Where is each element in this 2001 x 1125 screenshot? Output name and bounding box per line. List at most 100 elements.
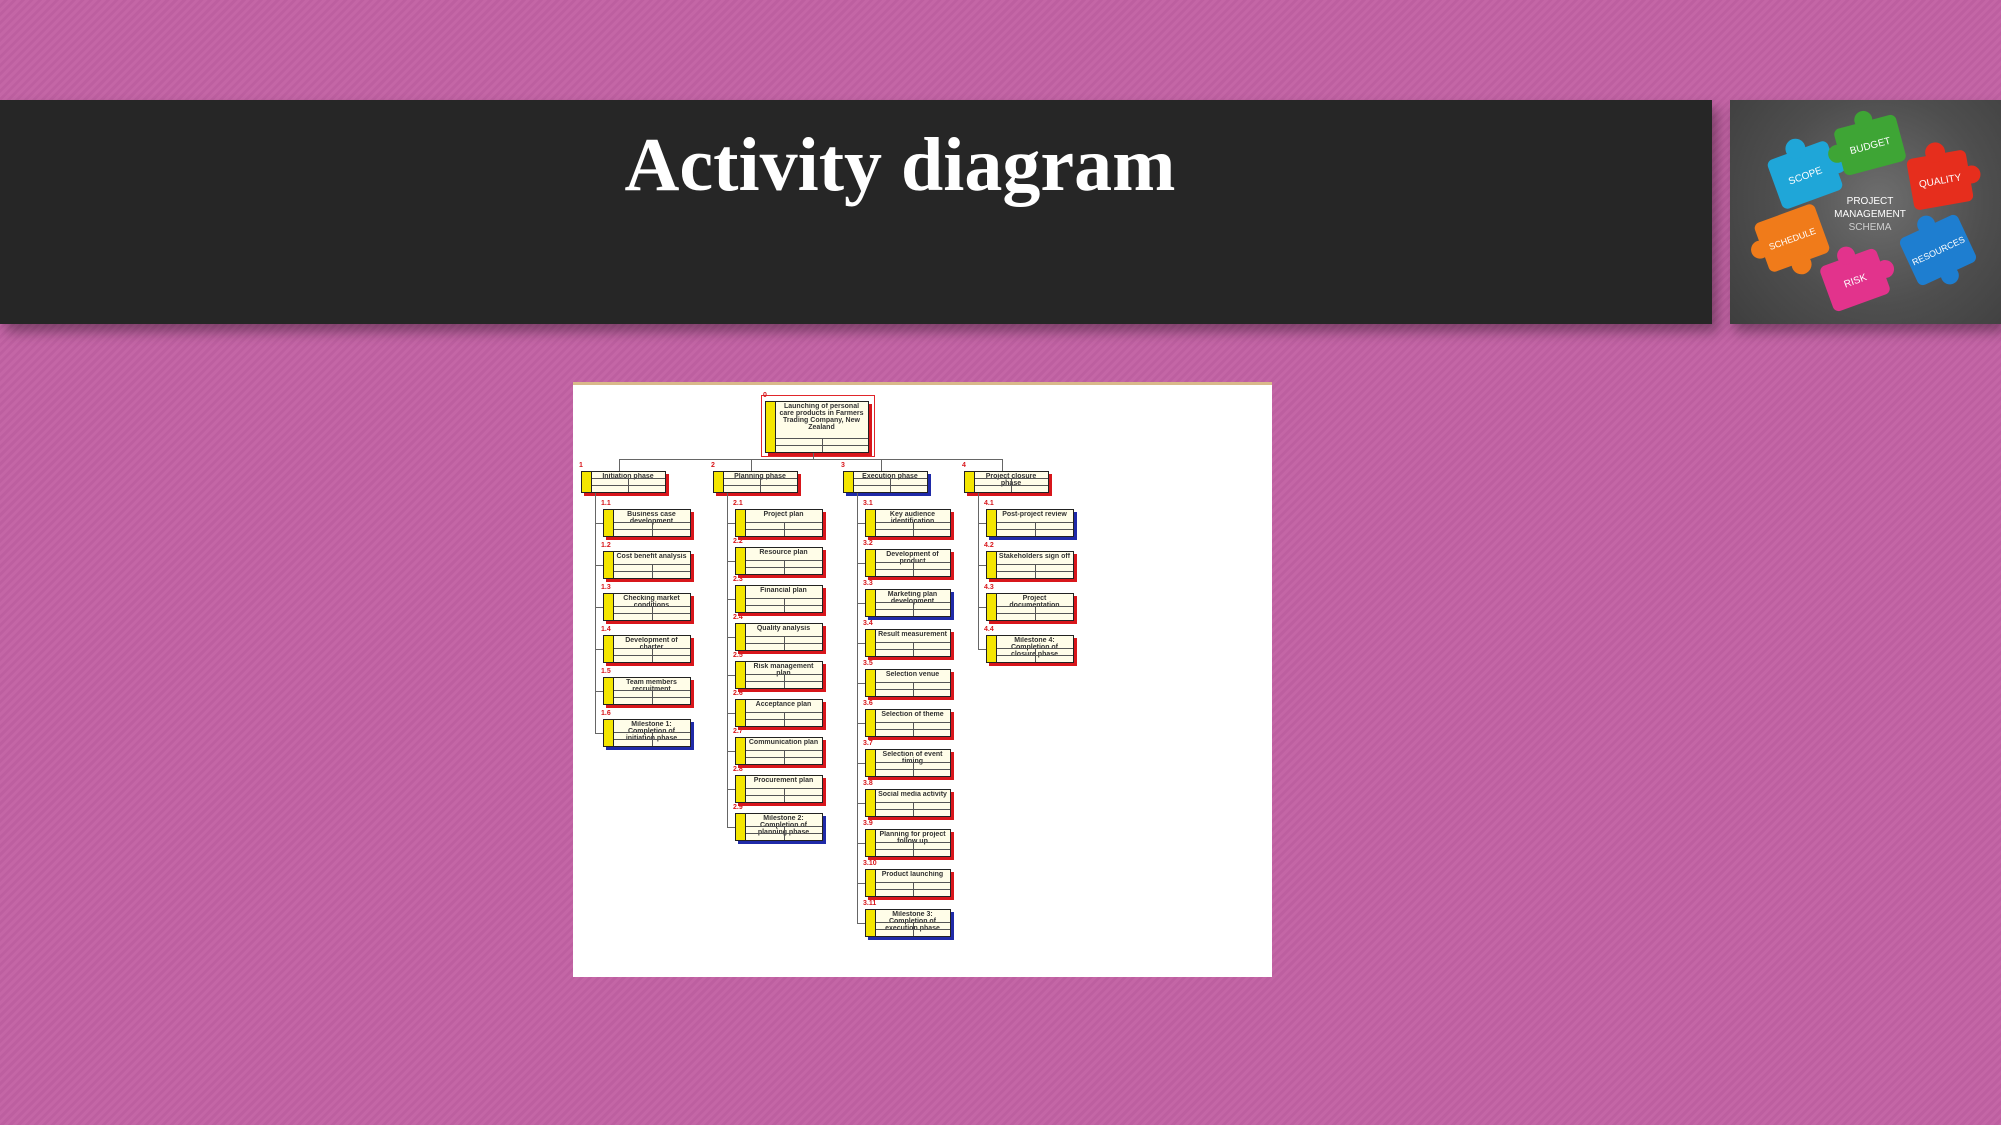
node-box: Milestone 3: Completion of execution pha… [865, 909, 951, 937]
node-stripe [736, 738, 746, 764]
node-stripe [604, 678, 614, 704]
connector-line [857, 843, 865, 844]
node-box: Development of product [865, 549, 951, 577]
root-highlight [761, 395, 875, 457]
node-detail-grid [614, 522, 690, 536]
node-stripe [866, 510, 876, 536]
node-detail-grid [746, 560, 822, 574]
connector-line [857, 683, 865, 684]
node-box: Communication plan [735, 737, 823, 765]
node-stripe [736, 700, 746, 726]
title-bar: Activity diagram [0, 100, 1712, 324]
node-id: 3.11 [863, 900, 877, 907]
connector-line [857, 563, 865, 564]
node-box: Milestone 1: Completion of initiation ph… [603, 719, 691, 747]
node-box: Launching of personal care products in F… [765, 401, 869, 453]
node-box: Cost benefit analysis [603, 551, 691, 579]
node-box: Milestone 2: Completion of planning phas… [735, 813, 823, 841]
node-id: 1.3 [601, 584, 611, 591]
connector-line [857, 723, 865, 724]
node-id: 1.4 [601, 626, 611, 633]
node-detail-grid [614, 606, 690, 620]
connector-line [727, 523, 735, 524]
node-label: Execution phase [862, 473, 918, 480]
node-id: 1.5 [601, 668, 611, 675]
node-box: Selection venue [865, 669, 951, 697]
node-label: Project plan [763, 511, 804, 518]
node-label: Development of charter [625, 637, 678, 651]
node-box: Project closure phase [964, 471, 1049, 493]
node-id: 0 [763, 392, 767, 399]
node-stripe [866, 710, 876, 736]
node-detail-grid [876, 802, 950, 816]
node-stripe [766, 402, 776, 452]
node-id: 3.3 [863, 580, 873, 587]
node-id: 3.10 [863, 860, 877, 867]
puzzle-piece-resources: RESOURCES [1899, 214, 1977, 286]
node-id: 2.6 [733, 690, 743, 697]
node-id: 2.7 [733, 728, 743, 735]
node-stripe [736, 510, 746, 536]
node-detail-grid [876, 642, 950, 656]
node-detail-grid [746, 674, 822, 688]
node-box: Selection of theme [865, 709, 951, 737]
logo-text-line-1: PROJECT [1847, 196, 1894, 207]
puzzle-piece-scope: SCOPE [1767, 138, 1847, 209]
connector-line [727, 493, 728, 827]
node-detail-grid [724, 478, 797, 492]
node-detail-grid [746, 522, 822, 536]
node-id: 3.5 [863, 660, 873, 667]
connector-line [978, 649, 986, 650]
node-box: Marketing plan development [865, 589, 951, 617]
node-stripe [866, 830, 876, 856]
node-detail-grid [746, 788, 822, 802]
connector-line [857, 493, 858, 923]
node-label: Quality analysis [756, 625, 811, 632]
connector-line [751, 459, 752, 471]
node-label: Team members recruitment [626, 679, 677, 693]
node-id: 3.1 [863, 500, 873, 507]
connector-line [857, 923, 865, 924]
node-detail-grid [876, 522, 950, 536]
connector-line [619, 459, 1003, 460]
connector-line [595, 691, 603, 692]
node-box: Checking market conditions [603, 593, 691, 621]
connector-line [595, 649, 603, 650]
node-box: Resource plan [735, 547, 823, 575]
node-stripe [987, 510, 997, 536]
node-box: Quality analysis [735, 623, 823, 651]
node-label: Development of product [886, 551, 939, 565]
node-id: 2.8 [733, 766, 743, 773]
node-id: 3.7 [863, 740, 873, 747]
node-label: Launching of personal care products in F… [779, 403, 864, 431]
node-stripe [736, 548, 746, 574]
node-box: Project documentation [986, 593, 1074, 621]
project-management-logo: SCOPE BUDGET QUALITY SCHEDULE RE [1730, 100, 2001, 324]
node-stripe [604, 720, 614, 746]
node-stripe [866, 630, 876, 656]
node-detail-grid [614, 690, 690, 704]
node-detail-grid [776, 438, 868, 452]
node-stripe [736, 624, 746, 650]
connector-line [857, 803, 865, 804]
connector-line [881, 459, 882, 471]
node-label: Financial plan [760, 587, 807, 594]
